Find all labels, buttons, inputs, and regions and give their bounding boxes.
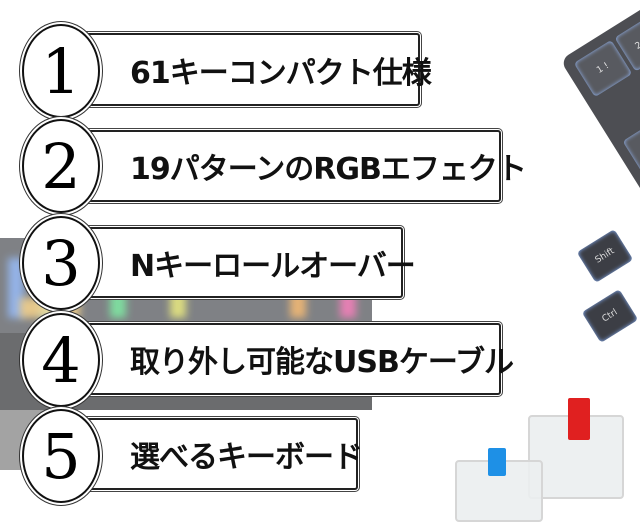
feature-label: 選べるキーボード <box>130 440 363 475</box>
red-switch-stem <box>568 398 590 440</box>
feature-number-badge: 4 <box>22 313 100 407</box>
feature-number-badge: 5 <box>22 409 100 503</box>
feature-label-box: 選べるキーボード <box>80 418 363 490</box>
feature-number: 5 <box>41 419 81 493</box>
feature-number: 3 <box>41 226 81 300</box>
feature-label-box: 19パターンのRGBエフェクト <box>80 130 527 202</box>
feature-label-box: 取り外し可能なUSBケーブル <box>80 323 514 395</box>
feature-number-badge: 2 <box>22 119 100 213</box>
keyboard-photo-right: 1 ! 2 @ 3 # W CapsLock A <box>560 0 640 417</box>
key-ctrl: Ctrl <box>581 289 639 343</box>
feature-number: 1 <box>41 34 81 108</box>
feature-number: 2 <box>41 129 81 203</box>
feature-label: 61キーコンパクト仕様 <box>130 55 432 91</box>
key: CapsLock <box>622 107 640 176</box>
feature-label-box: Nキーロールオーバー <box>80 227 416 298</box>
feature-label-box: 61キーコンパクト仕様 <box>80 33 432 106</box>
key-shift: Shift <box>576 229 634 283</box>
feature-number-badge: 1 <box>22 24 100 118</box>
feature-label: 19パターンのRGBエフェクト <box>130 152 527 187</box>
feature-number: 4 <box>41 323 81 397</box>
feature-label: 取り外し可能なUSBケーブル <box>130 345 514 380</box>
feature-number-badge: 3 <box>22 216 100 310</box>
blue-switch-stem <box>488 448 506 476</box>
feature-label: Nキーロールオーバー <box>130 248 416 284</box>
